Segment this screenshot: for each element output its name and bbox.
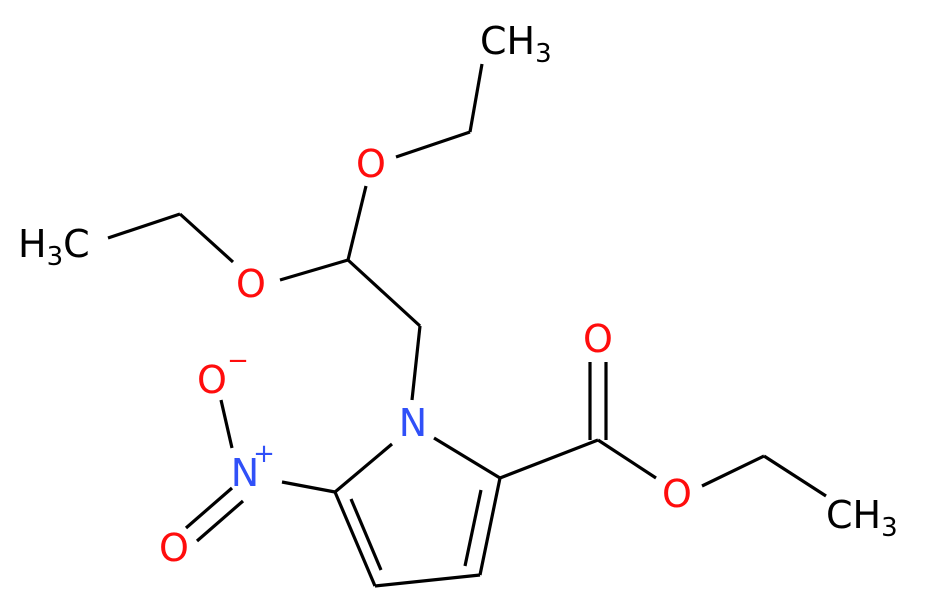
bond-c4-c5 [333,491,377,587]
bond-c2-ccarbonyl [499,438,599,480]
oxygen-top-ethoxy-label: O [356,142,386,186]
bond-otop-acetal [346,185,368,261]
bond-acetal-oleft [279,258,349,282]
bond-nnitro-otop [219,399,234,449]
ch3-top-label: CH3 [480,19,552,69]
bond-ch2-otop [395,130,471,159]
oxygen-carbonyl-label: O [583,317,613,361]
nitrogen-ring-label: N [399,401,427,445]
bond-oester-ch2 [701,454,765,488]
bond-ch2-ch3right [763,454,827,498]
bond-c2-c3 [478,477,502,576]
bond-ch2-nring [410,325,422,401]
ch3-left-label: H3C [18,222,90,272]
bond-nring-c2 [433,436,501,480]
atom-labels: CH3 O H3C O O − N N + O O O CH3 [18,19,898,570]
bond-ch2-ch3left [107,212,181,240]
bond-c5-nring [333,442,394,494]
oxygen-nitro-bottom-label: O [159,526,189,570]
oxygen-nitro-top-label: O [197,358,227,402]
bond-acetal-ch2 [346,258,422,328]
bond-ccarbonyl-oester [597,438,657,480]
bond-c5-nnitro [281,480,336,494]
bond-c3-c4 [374,573,481,588]
bond-ch3top-ch2 [468,63,484,133]
bond-oleft-ch2 [178,212,235,264]
bond-nnitro-obottom-a [184,486,234,530]
oxygen-nitro-top-charge: − [227,346,249,376]
oxygen-ester-label: O [662,472,692,516]
nitrogen-nitro-charge: + [253,439,275,469]
bond-nnitro-obottom-b [195,499,245,543]
bond-c2-c3-inner [463,489,483,567]
bonds [107,63,827,588]
bond-c4-c5-inner [349,498,383,571]
nitrogen-nitro-label: N [231,451,259,495]
oxygen-left-ethoxy-label: O [236,262,266,306]
ch3-right-label: CH3 [826,493,898,543]
